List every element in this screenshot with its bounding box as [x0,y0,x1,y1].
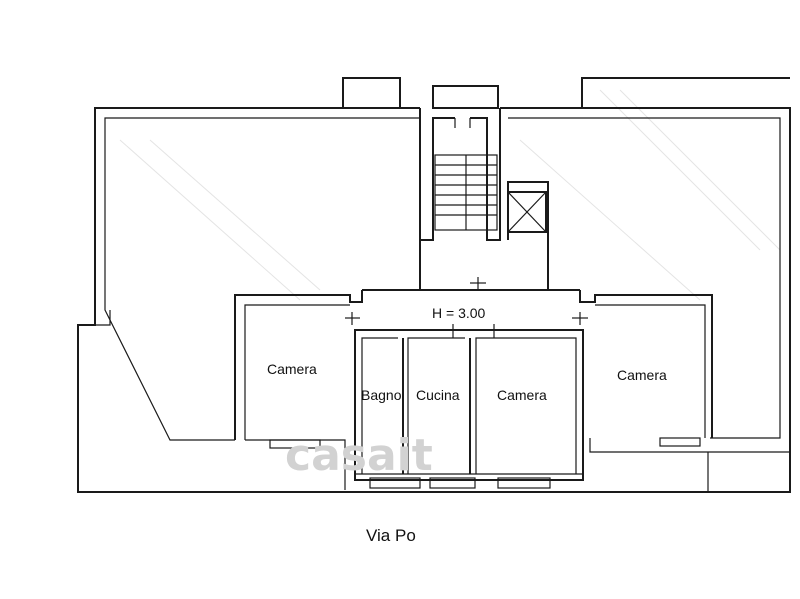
street-label: Via Po [366,526,416,545]
ceiling-height-label: H = 3.00 [432,305,486,321]
room-label-cucina: Cucina [416,387,460,403]
stair-core [419,108,549,291]
watermark: casait [285,430,433,481]
room-label-camera-right: Camera [617,367,667,383]
background-hatch [119,89,781,301]
room-label-camera-center: Camera [497,387,547,403]
stair-treads [435,164,497,216]
building-outline [77,77,791,493]
apartment-walls [234,277,713,490]
room-label-bagno: Bagno [361,387,402,403]
elevator-shaft [507,191,547,233]
room-label-camera-left: Camera [267,361,317,377]
